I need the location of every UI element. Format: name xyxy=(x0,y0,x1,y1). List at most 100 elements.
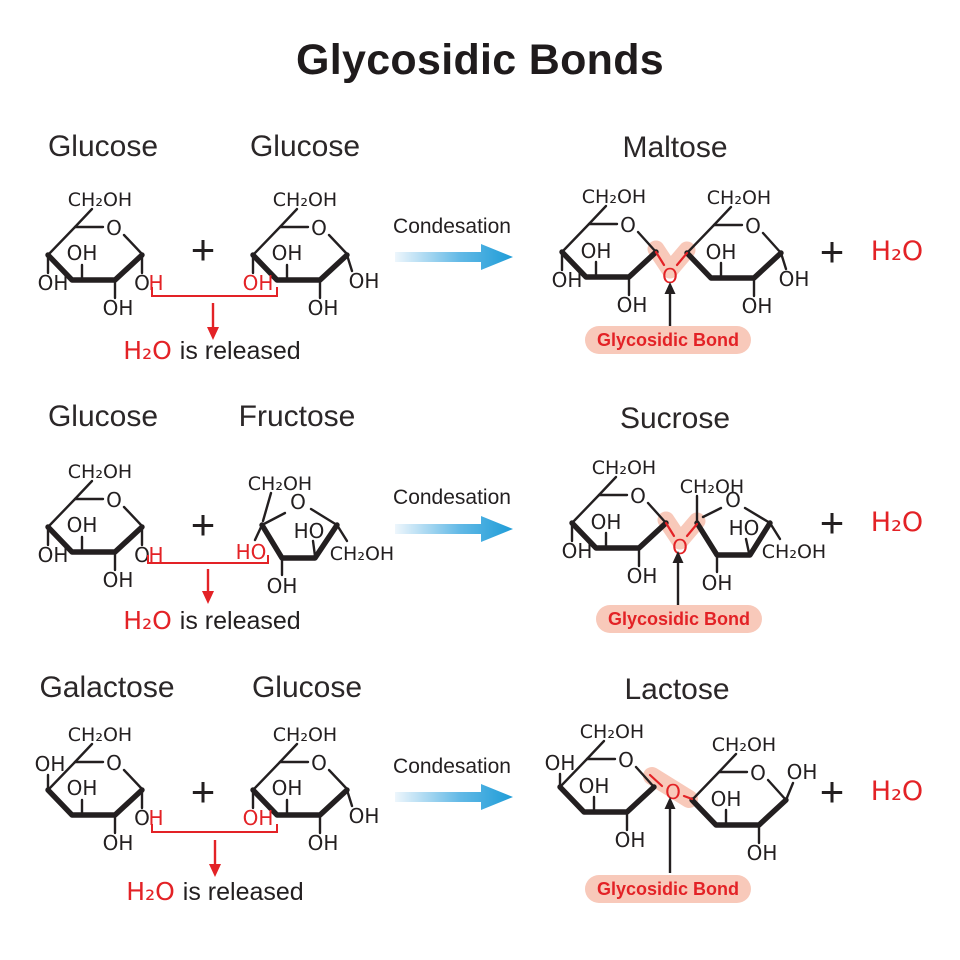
row2-glucose-structure: CH₂OH O OH OH OH O H xyxy=(38,461,164,592)
ring-o-label: O xyxy=(106,216,122,240)
axial-oh-label: OH xyxy=(545,751,576,775)
ring-o-label: O xyxy=(106,488,122,512)
glycosidic-bond-line xyxy=(682,794,694,801)
oh-label: OH xyxy=(103,568,134,592)
down-arrow-icon xyxy=(209,864,221,877)
reacting-oh-label: OH xyxy=(243,271,274,295)
row3-reactant2-label: Glucose xyxy=(251,671,363,704)
anomeric-oh-label: OH xyxy=(349,269,380,293)
oh-label: OH xyxy=(272,241,303,265)
ho-label: HO xyxy=(729,516,760,540)
ring-o-label: O xyxy=(750,761,766,785)
glycosidic-bond-highlight xyxy=(657,511,706,550)
oh-label: OH xyxy=(308,831,339,855)
ring-skeleton xyxy=(45,479,145,572)
oh-label: OH xyxy=(38,543,69,567)
row2-condensation-label: Condesation xyxy=(393,486,511,509)
row1-condensation-label: Condesation xyxy=(393,215,511,238)
oh-label: OH xyxy=(747,841,778,865)
h2o-label: H₂O xyxy=(123,606,172,635)
ring-o-label: O xyxy=(311,216,327,240)
row2-condensation-arrow-icon xyxy=(395,516,513,542)
row2-sucrose-structure: CH₂OH O OH OH OH O CH₂OH O HO CH₂OH OH xyxy=(562,457,827,595)
row3-bond-pointer-arrow-icon xyxy=(664,797,676,873)
row3-reactant1-label: Galactose xyxy=(39,671,175,704)
reacting-oh-label: OH xyxy=(243,806,274,830)
row3-product-label: Lactose xyxy=(624,673,730,706)
glycosidic-bond-line xyxy=(685,522,699,538)
reacting-ho-label: HO xyxy=(236,540,267,564)
h2o-label: H₂O xyxy=(123,336,172,365)
ring-o-label: O xyxy=(618,748,634,772)
down-arrow-icon xyxy=(202,591,214,604)
ch2oh-label: CH₂OH xyxy=(712,734,776,756)
row2-glycosidic-bond-badge: Glycosidic Bond xyxy=(595,605,763,633)
row1-reactant2-label: Glucose xyxy=(249,130,361,163)
oh-label: OH xyxy=(67,776,98,800)
ch2oh-label: CH₂OH xyxy=(592,457,656,479)
row3-water-removal-bracket xyxy=(151,824,278,877)
ch2oh-label: CH₂OH xyxy=(68,724,132,746)
ring-o-label: O xyxy=(620,213,636,237)
oh-label: OH xyxy=(742,294,773,318)
row2-water-removal-bracket xyxy=(147,555,269,604)
row3-water-label: H₂O xyxy=(870,776,924,807)
anomeric-oh-label: OH xyxy=(787,760,818,784)
glycosidic-bond-line xyxy=(654,250,666,267)
oh-label: OH xyxy=(308,296,339,320)
oh-label: OH xyxy=(591,510,622,534)
ch2oh-label: CH₂OH xyxy=(68,189,132,211)
row2-fructose-structure: CH₂OH O HO HO CH₂OH OH xyxy=(236,473,395,598)
axial-oh-label: OH xyxy=(35,752,66,776)
ring-skeleton xyxy=(250,207,354,300)
anomeric-o-label: O xyxy=(134,543,150,567)
left-ring-skeleton xyxy=(569,475,669,568)
row2-reactant2-label: Fructose xyxy=(238,400,356,433)
row2-bond-pointer-arrow-icon xyxy=(672,551,684,605)
page-title: Glycosidic Bonds xyxy=(296,36,664,84)
ch2oh-label: CH₂OH xyxy=(582,186,646,208)
oh-label: OH xyxy=(552,268,583,292)
anomeric-o-label: O xyxy=(134,271,150,295)
released-suffix: is released xyxy=(179,607,301,635)
oh-label: OH xyxy=(702,571,733,595)
oh-label: OH xyxy=(103,831,134,855)
row2-reactant1-label: Glucose xyxy=(47,400,159,433)
oh-label: OH xyxy=(267,574,298,598)
ch2oh-label: CH₂OH xyxy=(680,476,744,498)
oh-label: OH xyxy=(617,293,648,317)
row3-lactose-structure: CH₂OH O OH OH OH O CH₂OH O OH OH OH xyxy=(545,721,818,865)
row1-glucose2-structure: CH₂OH O OH OH OH OH xyxy=(243,189,380,320)
glycosidic-bond-highlight xyxy=(643,767,698,808)
glycosidic-o-label: O xyxy=(665,780,681,804)
ring-skeleton xyxy=(45,207,145,300)
row3-plus-sign: + xyxy=(190,768,216,815)
oh-label: OH xyxy=(562,539,593,563)
ring-o-label: O xyxy=(311,751,327,775)
right-ring-skeleton xyxy=(684,205,788,298)
ring-o-label: O xyxy=(106,751,122,775)
ring-skeleton xyxy=(250,742,354,835)
row3-galactose-structure: CH₂OH O OH OH OH O H xyxy=(35,724,164,855)
anomeric-oh-label: OH xyxy=(349,804,380,828)
glycosidic-bond-line xyxy=(675,251,689,267)
ch2oh-label: CH₂OH xyxy=(248,473,312,495)
row1-water-removal-bracket xyxy=(151,287,278,340)
ring-o-label: O xyxy=(630,484,646,508)
oh-label: OH xyxy=(272,776,303,800)
row1-product-label: Maltose xyxy=(622,131,728,164)
oh-label: OH xyxy=(67,241,98,265)
row3-condensation-label: Condesation xyxy=(393,755,511,778)
ring-o-label: O xyxy=(290,490,306,514)
ch2oh-label: CH₂OH xyxy=(707,187,771,209)
row1-glucose-structure: CH₂OH O OH OH OH O H xyxy=(38,189,164,320)
left-ring-skeleton xyxy=(557,739,657,832)
row1-condensation-arrow-icon xyxy=(395,244,513,270)
glycosidic-bond-highlight xyxy=(647,240,696,279)
row3-condensation-arrow-icon xyxy=(395,784,513,810)
oh-label: OH xyxy=(706,240,737,264)
